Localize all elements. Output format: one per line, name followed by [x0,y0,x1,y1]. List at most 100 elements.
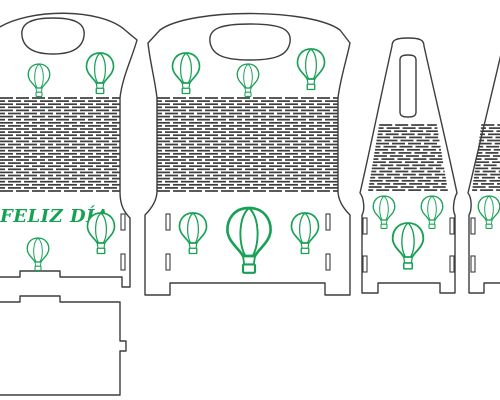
balloon-rope [306,78,309,85]
balloon-rope [313,78,316,85]
balloon-envelope [391,222,425,258]
balloon-rope [35,87,38,93]
balloon-rib [299,212,306,244]
balloon-rib [310,48,317,80]
balloon-envelope [86,212,116,244]
balloon-basket [402,262,414,270]
balloon-rib [34,63,40,89]
side-slot [449,255,455,273]
balloon-rib [94,52,101,84]
balloon-envelope [26,237,50,263]
balloon-rope [188,242,191,249]
side-slot [325,253,331,271]
hot-air-balloon-icon [477,195,500,229]
panel-center-handle [144,12,351,296]
balloon-rope [300,242,303,249]
balloon-rope [385,219,388,225]
balloon-rope [39,261,42,267]
balloon-rope [307,242,310,249]
balloon-rope [403,256,406,264]
panel-side-outline [359,37,458,294]
balloon-basket [96,247,106,255]
balloon-envelope [296,48,326,80]
balloon-basket [428,223,436,229]
balloon-rope [485,219,488,225]
panel-left-outline [0,12,138,288]
balloon-envelope [477,195,500,221]
balloon-rib [187,212,194,244]
slat-pattern [0,97,120,192]
balloon-rib [401,222,409,258]
balloon-envelope [171,52,201,84]
balloon-rib [407,222,415,258]
balloon-rib [379,195,385,221]
hot-air-balloon-icon [290,212,320,255]
balloon-envelope [226,206,272,258]
slat-pattern [368,124,448,191]
hot-air-balloon-icon [391,222,425,270]
balloon-rope [188,82,191,89]
balloon-rib [192,212,199,244]
side-slot [120,213,126,231]
balloon-envelope [27,63,51,89]
balloon-rib [33,237,39,263]
balloon-rope [95,82,98,89]
balloon-rib [95,212,102,244]
balloon-envelope [236,63,260,89]
balloon-rib [304,212,311,244]
balloon-rib [383,195,389,221]
hot-air-balloon-icon [171,52,201,95]
balloon-rope [410,256,413,264]
balloon-rope [96,242,99,249]
hot-air-balloon-icon [372,195,396,229]
slat-pattern [472,124,500,191]
panel-side-gable-partial [467,55,500,294]
balloon-rope [103,242,106,249]
balloon-rib [185,52,192,84]
balloon-rib [248,207,259,257]
hot-air-balloon-icon [86,212,116,255]
balloon-rope [40,87,43,93]
balloon-envelope [85,52,115,84]
balloon-envelope [420,195,444,221]
side-slot [362,217,368,235]
balloon-basket [35,91,43,97]
balloon-basket [241,263,257,274]
balloon-rib [180,52,187,84]
side-slot [165,213,171,231]
balloon-rib [100,212,107,244]
balloon-rib [99,52,106,84]
hot-air-balloon-icon [178,212,208,255]
balloon-rope [34,261,37,267]
hot-air-balloon-icon [85,52,115,95]
balloon-envelope [290,212,320,244]
balloon-basket [300,247,310,255]
side-slot [325,213,331,231]
handle-hole [21,17,85,55]
slat-pattern [157,97,338,192]
balloon-basket [244,91,252,97]
balloon-rib [484,195,490,221]
hot-air-balloon-icon [226,206,272,274]
side-slot [470,255,476,273]
balloon-rib [427,195,433,221]
side-slot [470,217,476,235]
base-piece-outline [0,295,127,396]
balloon-envelope [372,195,396,221]
side-slot [449,217,455,235]
balloon-basket [188,247,198,255]
balloon-rib [305,48,312,80]
balloon-rope [242,255,246,265]
balloon-basket [34,265,42,271]
balloon-rib [431,195,437,221]
hot-air-balloon-icon [236,63,260,97]
balloon-rope [252,255,256,265]
balloon-rope [249,87,252,93]
balloon-rope [181,82,184,89]
panel-side-gable [359,37,458,294]
side-slot [120,253,126,271]
hot-air-balloon-icon [296,48,326,91]
side-slot [165,253,171,271]
balloon-rib [488,195,494,221]
